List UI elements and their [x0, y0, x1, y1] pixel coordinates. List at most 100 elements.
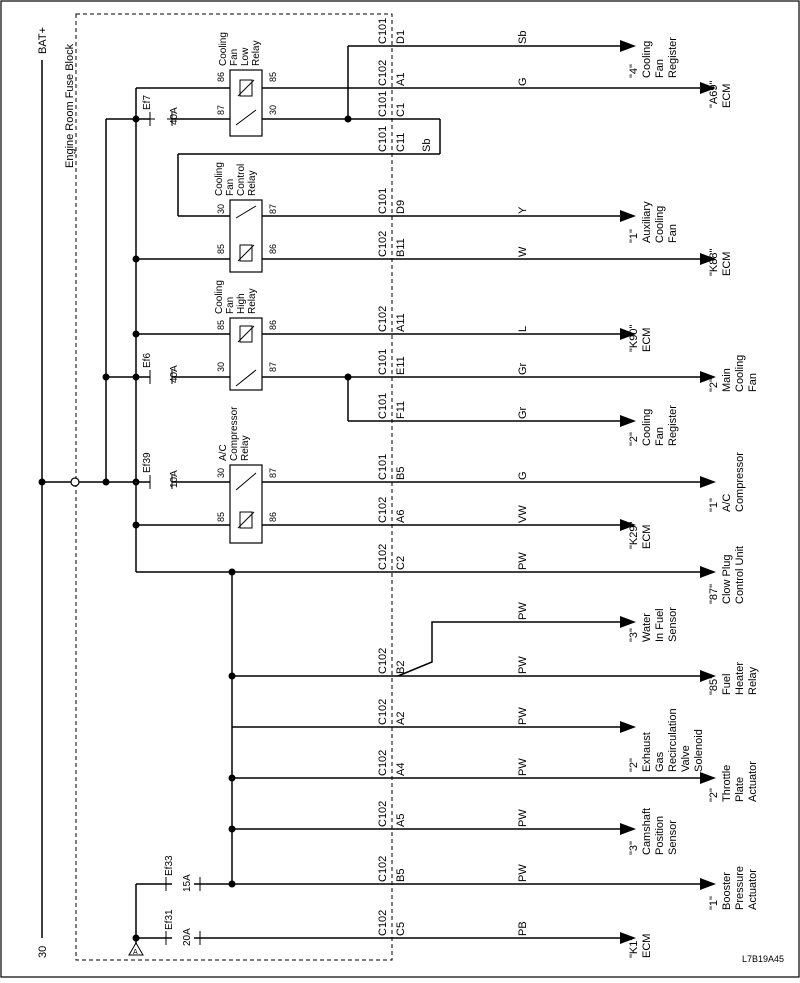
relay-pin: 87	[216, 105, 226, 115]
label-r4: C101 C11 Sb	[377, 126, 433, 152]
fuse-name: Ef7	[142, 95, 153, 110]
dest-r10: "1" A/C Compressor	[708, 452, 746, 512]
wire-color: PW	[517, 758, 529, 776]
dest-r13: "3" Water In Fuel Sensor	[628, 607, 679, 642]
relay-pin: 85	[268, 72, 278, 82]
label-r16: C102 A4 PW	[377, 750, 529, 776]
connector-label: C101	[377, 393, 389, 419]
pin-label: A1	[395, 73, 407, 86]
arrowheads	[620, 40, 716, 944]
dest-line: "2"	[628, 432, 640, 446]
wire-color: PW	[517, 809, 529, 827]
dest-r8: "2" Main Cooling Fan	[708, 355, 759, 392]
pin-label: A6	[395, 510, 407, 523]
ground-letter: A	[133, 949, 138, 956]
splice-pw-top	[228, 568, 236, 576]
dest-line: "A69"	[708, 81, 720, 108]
bat-splice	[38, 478, 46, 486]
dest-line: Main	[721, 368, 733, 392]
connector-label: C102	[377, 231, 389, 257]
relay-name-line: Compressor	[229, 406, 240, 461]
dest-line: Recirculation	[667, 708, 679, 772]
dest-line: Fan	[654, 427, 666, 446]
connector-label: C102	[377, 910, 389, 936]
dest-r19: "K1" ECM	[628, 934, 653, 958]
arrow-icon	[620, 721, 636, 733]
pin-label: B5	[395, 869, 407, 882]
pin-label: F11	[395, 401, 407, 419]
dest-line: "2"	[708, 378, 720, 392]
fuse-ef6: Ef6 40A	[136, 353, 186, 384]
connector-label: C101	[377, 18, 389, 44]
relay-name-line: Relay	[251, 40, 262, 66]
dest-r18: "1" Booster Pressure Actuator	[708, 866, 759, 910]
relay-name-line: Low	[240, 47, 251, 66]
dest-r14: "85" Fuel Heater Relay	[708, 662, 759, 695]
dest-line: ECM	[641, 328, 653, 352]
bat-label: BAT+	[37, 27, 49, 54]
dest-line: Actuator	[747, 869, 759, 910]
fuse-block-label: Engine Room Fuse Block	[64, 43, 76, 168]
dest-line: "87"	[708, 584, 720, 604]
wire-color: W	[517, 246, 529, 257]
dest-line: Throttle	[721, 765, 733, 802]
relay-pin: 85	[216, 244, 226, 254]
label-r11: C102 A6 VW	[377, 497, 529, 523]
relay-pin: 85	[216, 512, 226, 522]
wire-color: Gr	[517, 406, 529, 419]
dest-line: "1"	[708, 896, 720, 910]
bat-circuit-number: 30	[37, 946, 49, 958]
pin-label: D9	[395, 200, 407, 214]
relay-pin: 30	[216, 204, 226, 214]
dest-line: "1"	[708, 498, 720, 512]
arrow-icon	[700, 878, 716, 890]
dest-line: A/C	[721, 494, 733, 512]
splice-ef6	[102, 373, 110, 381]
pin-label: B11	[395, 238, 407, 257]
arrow-icon	[620, 616, 636, 628]
pin-label: C5	[395, 922, 407, 936]
dest-r9: "2" Cooling Fan Register	[628, 405, 679, 446]
label-r19: C102 C5 PB	[377, 910, 529, 936]
label-r8: C101 E11 Gr	[377, 349, 529, 375]
pin-label: A11	[395, 313, 407, 332]
dest-line: ECM	[721, 252, 733, 276]
relay-pin: 30	[216, 468, 226, 478]
connector-label: C102	[377, 648, 389, 674]
label-r18: C102 B5 PW	[377, 856, 529, 882]
dest-line: Fan	[654, 59, 666, 78]
wire-color: Sb	[421, 139, 433, 152]
fuse-rating: 40A	[169, 107, 180, 125]
pin-label: C1	[395, 103, 407, 117]
dest-line: Actuator	[747, 761, 759, 802]
dest-line: Exhaust	[641, 732, 653, 772]
connector-label: C101	[377, 454, 389, 480]
fuse-rating: 20A	[182, 928, 193, 946]
dest-line: Booster	[721, 872, 733, 910]
label-r17: C102 A5 PW	[377, 801, 529, 827]
pin-label: B2	[395, 661, 407, 674]
label-r9: C101 F11 Gr	[377, 393, 529, 419]
pin-label: C2	[395, 556, 407, 570]
label-r15: C102 A2 PW	[377, 699, 529, 725]
dest-line: "K88"	[708, 249, 720, 276]
arrow-icon	[700, 253, 716, 265]
dest-line: Sensor	[667, 607, 679, 642]
dest-line: Fan	[747, 373, 759, 392]
relay-pin: 87	[268, 362, 278, 372]
dest-r2: "A69" ECM	[708, 81, 733, 108]
dest-line: Sensor	[667, 820, 679, 855]
fuse-name: Ef33	[164, 855, 175, 876]
label-r13: PW	[517, 602, 529, 620]
relay-cooling-fan-control: Cooling Fan Control Relay 30 87 85 86	[214, 162, 278, 273]
connector-label: C102	[377, 544, 389, 570]
dest-r5: "1" Auxiliary Cooling Fan	[628, 201, 679, 243]
wire-color: G	[517, 471, 529, 480]
relay-name-line: Fan	[229, 49, 240, 66]
dest-r1: "4" Cooling Fan Register	[628, 37, 679, 78]
arrow-icon	[700, 670, 716, 682]
relay-cooling-fan-low: Cooling Fan Low Relay 86 85 87 30	[216, 32, 278, 137]
dest-line: Camshaft	[641, 808, 653, 855]
